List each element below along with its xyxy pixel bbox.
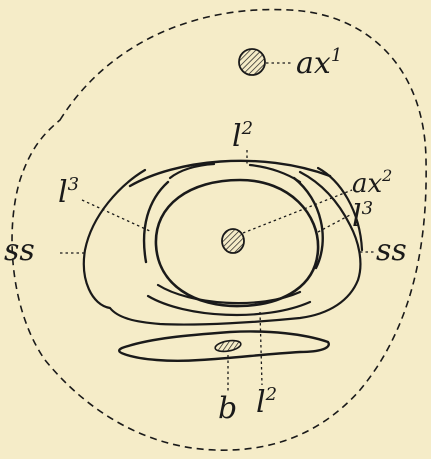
l2-top-label: l2	[232, 118, 253, 154]
l3-left-label: l3	[58, 174, 79, 210]
b-hatched-core	[214, 339, 241, 353]
l2-bottom-leader	[260, 312, 262, 385]
ax2-label: ax2	[352, 166, 392, 199]
b-label: b	[218, 391, 237, 426]
ss-right-label: ss	[376, 233, 407, 268]
top-inner-arc-right	[250, 165, 300, 182]
ax1-label: ax1	[296, 45, 342, 81]
ss-left-label: ss	[4, 233, 35, 268]
ax1-structure	[239, 49, 292, 75]
l3-right-label: l3	[352, 198, 373, 234]
outer-dashed-boundary	[12, 10, 426, 451]
l2-bottom-label: l2	[256, 384, 277, 420]
top-inner-arc-left	[170, 164, 214, 178]
